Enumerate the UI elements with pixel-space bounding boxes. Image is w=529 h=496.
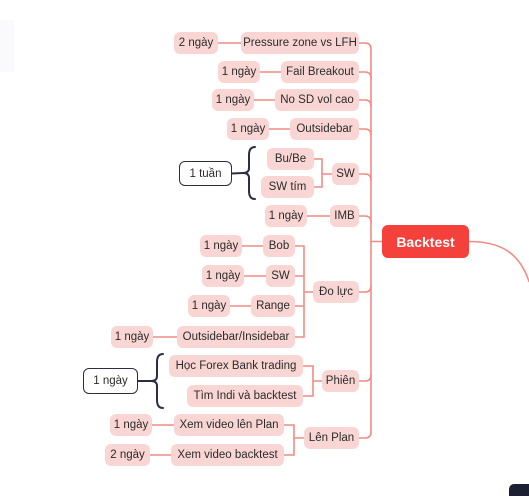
topic-pressure-zone[interactable]: Pressure zone vs LFH <box>241 32 359 54</box>
corner-toolbar-fragment <box>509 484 529 496</box>
connector-main-branch <box>358 431 372 439</box>
duration-tag[interactable]: 1 ngày <box>227 118 269 140</box>
group-bracket-link <box>231 172 244 175</box>
subtopic-bob[interactable]: Bob <box>263 235 295 257</box>
duration-tag[interactable]: 1 ngày <box>212 89 254 111</box>
topic-phien[interactable]: Phiên <box>322 370 359 392</box>
duration-tag[interactable]: 2 ngày <box>105 444 150 466</box>
duration-tag[interactable]: 1 ngày <box>265 205 307 227</box>
topic-len-plan[interactable]: Lên Plan <box>304 427 359 449</box>
connector-root-tail <box>468 240 529 283</box>
group-note-1-ngay[interactable]: 1 ngày <box>83 368 138 394</box>
duration-tag[interactable]: 1 ngày <box>111 326 153 348</box>
topic-outsidebar[interactable]: Outsidebar <box>290 118 359 140</box>
group-bracket <box>242 146 256 200</box>
duration-tag[interactable]: 1 ngày <box>218 61 260 83</box>
connector-main-branch <box>358 215 372 223</box>
topic-no-sd-vol-cao[interactable]: No SD vol cao <box>275 89 359 111</box>
duration-tag[interactable]: 1 ngày <box>202 265 244 287</box>
duration-tag[interactable]: 1 ngày <box>200 235 242 257</box>
connector-main-branch <box>358 374 372 382</box>
subtopic-sw-tim[interactable]: SW tím <box>261 176 314 198</box>
connector-main-branch <box>358 285 372 293</box>
subtopic-sw[interactable]: SW <box>266 265 295 287</box>
connector-main-branch <box>358 99 372 107</box>
duration-tag[interactable]: 2 ngày <box>174 32 218 54</box>
subtopic-bu-be[interactable]: Bu/Be <box>267 148 314 170</box>
subtopic-outsidebar-insidebar[interactable]: Outsidebar/Insidebar <box>177 326 295 348</box>
connector-main-branch <box>358 71 372 79</box>
connector-main-branch <box>358 128 372 136</box>
subtopic-xem-video-backtest[interactable]: Xem video backtest <box>171 444 284 466</box>
subtopic-range[interactable]: Range <box>251 295 295 317</box>
duration-tag[interactable]: 1 ngày <box>188 295 230 317</box>
topic-do-luc[interactable]: Đo lực <box>313 281 359 303</box>
topic-sw[interactable]: SW <box>332 163 359 185</box>
connector-main-branch <box>358 42 372 50</box>
connector-main-branch <box>358 173 372 181</box>
canvas-edge-shade <box>0 20 14 72</box>
root-topic-backtest[interactable]: Backtest <box>382 225 469 258</box>
group-bracket <box>150 353 164 409</box>
duration-tag[interactable]: 1 ngày <box>110 414 152 436</box>
subtopic-tim-indi-va-backtest[interactable]: Tìm Indi và backtest <box>187 385 303 407</box>
topic-imb[interactable]: IMB <box>330 205 359 227</box>
subtopic-xem-video-len-plan[interactable]: Xem video lên Plan <box>174 414 284 436</box>
subtopic-hoc-forex-bank-trading[interactable]: Học Forex Bank trading <box>169 355 303 377</box>
group-note-1-tuan[interactable]: 1 tuần <box>179 161 232 186</box>
topic-fail-breakout[interactable]: Fail Breakout <box>281 61 359 83</box>
